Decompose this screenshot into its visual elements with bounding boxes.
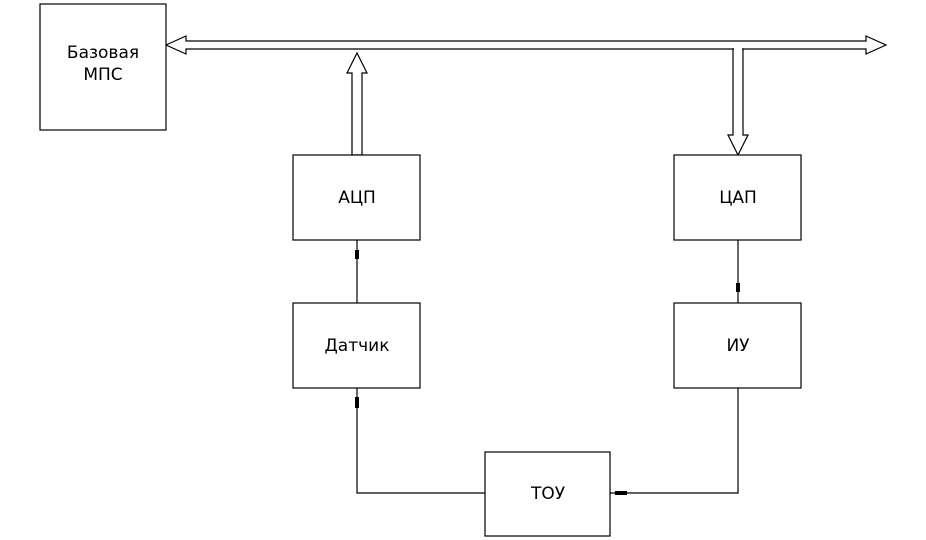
actuator-to-plant-line (610, 388, 739, 494)
actuator-label: ИУ (726, 336, 750, 356)
actuator-to-plant-arrowhead (615, 491, 627, 495)
plant-block (484, 451, 611, 537)
sensor-block (292, 302, 421, 389)
system-bus-arrow (164, 35, 888, 55)
plant-label: ТОУ (530, 484, 566, 504)
sensor-to-adc-arrowhead (355, 250, 359, 259)
dac-label: ЦАП (719, 188, 757, 208)
plant-to-sensor-line (356, 388, 485, 494)
bus-to-dac-arrow (727, 48, 749, 157)
sensor-label: Датчик (325, 336, 390, 356)
adc-to-bus-arrow (346, 51, 368, 156)
base-mps-label-line1: Базовая (67, 43, 139, 63)
adc-block (292, 154, 421, 241)
base-mps-label-line2: МПС (83, 65, 122, 85)
dac-to-actuator-arrowhead (736, 283, 740, 292)
plant-to-sensor-arrowhead (355, 397, 359, 408)
actuator-block (673, 302, 802, 389)
base-mps-block (39, 3, 167, 131)
adc-label: АЦП (338, 188, 376, 208)
